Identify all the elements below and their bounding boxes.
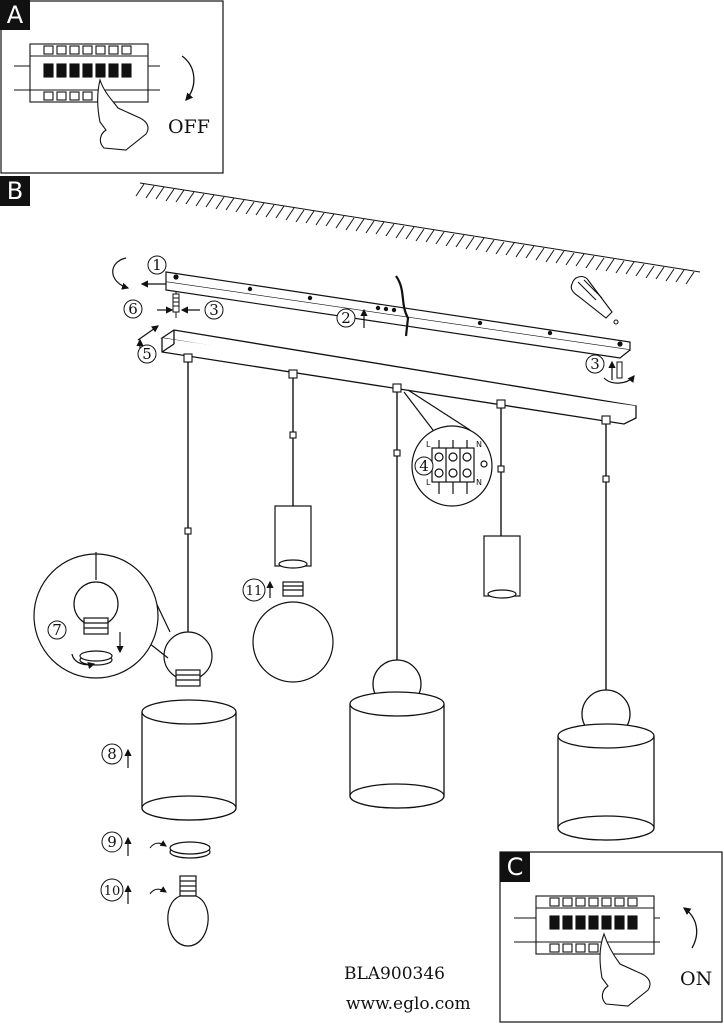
canopy-bar [160,329,637,425]
website-url: www.eglo.com [346,994,471,1014]
breaker-box-off [14,43,160,103]
ring-detail-callout [33,552,171,679]
step-11-label: 11 [246,584,263,599]
breaker-box-on [514,895,660,955]
step-1-label: 1 [152,256,162,274]
rotate-arrow-1 [112,257,130,290]
step-8-label: 8 [107,745,117,763]
step-5-label: 5 [142,345,152,363]
screw-icon-right [616,361,623,379]
panel-a-label: A [0,0,30,30]
globe-bulb [252,581,334,683]
terminal-n-bottom: N [476,478,482,487]
rotate-arrow-9 [149,840,167,849]
rotate-arrow-3b [603,375,635,384]
panel-c-label: C [500,852,530,882]
drum-shade-center [349,659,445,809]
step-7-label: 7 [52,621,62,639]
step-9-label: 9 [107,833,117,851]
panel-a-frame [0,0,224,174]
rotate-arrow-off [181,55,195,101]
drum-shade-left [141,699,237,821]
rotate-arrow-10 [149,886,167,895]
on-label: ON [680,968,713,990]
step-2-label: 2 [341,309,351,327]
terminal-l-bottom: L [426,478,431,487]
terminal-l-top: L [426,440,431,449]
step-4-label: 4 [419,457,429,475]
hand-icon-on [599,932,651,1007]
retaining-ring [169,841,211,859]
wall-plug-icon [570,275,619,325]
pendant-cords [187,360,607,692]
rotate-arrow-on [682,907,698,949]
terminal-n-top: N [476,440,482,449]
hand-icon [97,78,149,151]
drum-shade-right [557,689,655,841]
panel-c-frame [499,851,723,1023]
step-3a-label: 3 [209,301,219,319]
off-label: OFF [168,116,210,138]
ball-fitting-left [163,631,213,687]
cord-grips [183,353,611,535]
step-10-label: 10 [104,884,121,899]
screw-icon [172,292,180,318]
mains-cable [395,275,410,337]
bulb-icon [167,875,209,947]
model-number: BLA900346 [344,964,445,984]
cylinder-lamp-1 [274,505,312,569]
step-6-label: 6 [128,300,138,318]
mounting-bracket [165,271,631,359]
step-markers [47,255,605,902]
terminal-block-callout [403,389,493,507]
cylinder-lamp-2 [483,535,521,599]
ceiling-hatch [135,182,701,285]
step-3b-label: 3 [590,355,600,373]
arrow-step-5b [137,325,159,341]
panel-b-label: B [0,176,30,206]
